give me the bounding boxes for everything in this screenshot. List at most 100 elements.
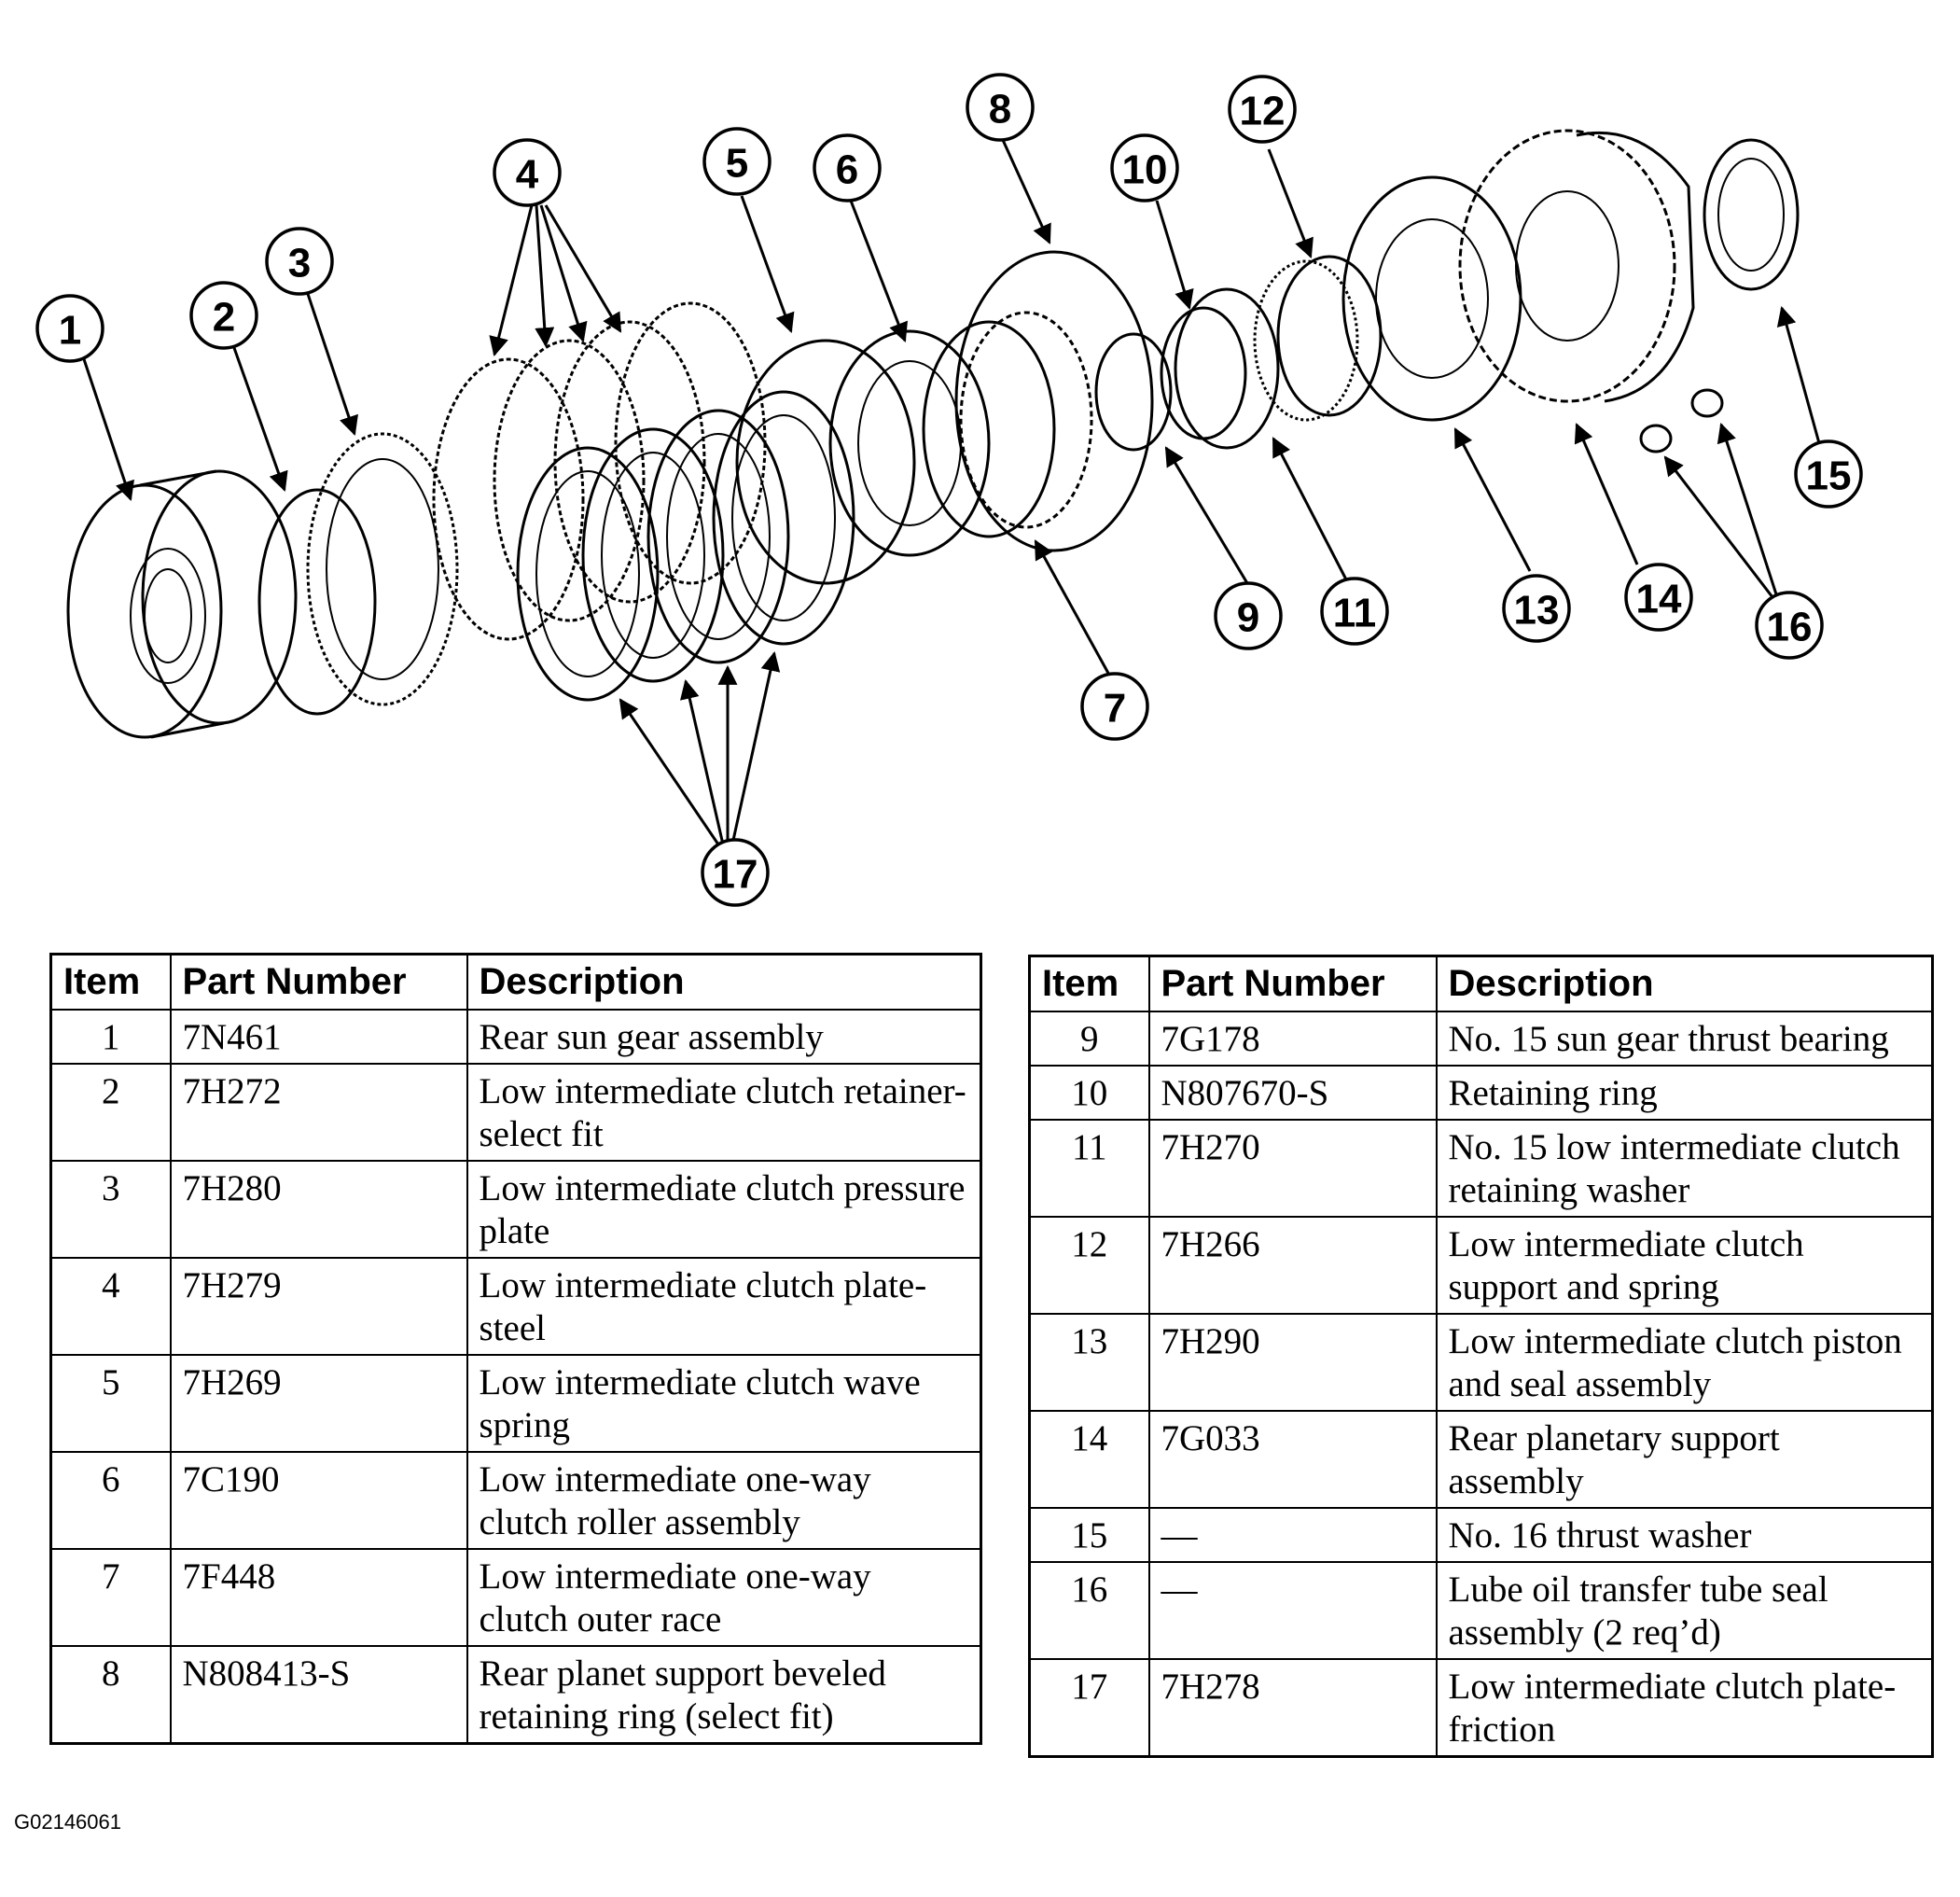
svg-text:4: 4 (516, 152, 539, 198)
description-cell: No. 15 low intermediate clutch retaining… (1435, 1119, 1934, 1218)
item-cell: 8 (49, 1645, 172, 1745)
svg-text:8: 8 (989, 87, 1011, 133)
svg-text:15: 15 (1806, 453, 1852, 499)
part-16-seals (1639, 388, 1724, 453)
description-cell: Low intermediate clutch wave spring (466, 1354, 982, 1453)
part-number-cell: N808413-S (169, 1645, 468, 1745)
part-number-cell: 7H269 (169, 1354, 468, 1453)
part-number-cell: 7H290 (1147, 1313, 1438, 1412)
description-cell: Low intermediate one-way clutch roller a… (466, 1451, 982, 1550)
description-cell: Low intermediate clutch plate-steel (466, 1257, 982, 1356)
item-cell: 2 (49, 1063, 172, 1162)
callout-13: 13 (1502, 574, 1571, 643)
svg-text:17: 17 (713, 852, 758, 898)
header-part-number: Part Number (169, 953, 468, 1011)
item-cell: 11 (1028, 1119, 1150, 1218)
header-part-number: Part Number (1147, 955, 1438, 1012)
description-cell: Low intermediate clutch pressure plate (466, 1160, 982, 1259)
svg-text:3: 3 (288, 241, 311, 286)
part-17-friction-plates (516, 390, 855, 702)
callout-1: 1 (35, 294, 104, 363)
item-cell: 9 (1028, 1011, 1150, 1067)
part-number-cell: 7H280 (169, 1160, 468, 1259)
leader-lines (82, 139, 1821, 845)
description-cell: Rear planetary support assembly (1435, 1410, 1934, 1509)
callout-16: 16 (1755, 591, 1824, 660)
part-11-retaining-washer (1174, 287, 1280, 450)
item-cell: 1 (49, 1009, 172, 1065)
description-cell: Low intermediate one-way clutch outer ra… (466, 1548, 982, 1647)
callout-9: 9 (1214, 581, 1283, 650)
header-description: Description (466, 953, 982, 1011)
item-cell: 7 (49, 1548, 172, 1647)
description-cell: No. 15 sun gear thrust bearing (1435, 1011, 1934, 1067)
svg-text:9: 9 (1237, 595, 1259, 641)
callout-17: 17 (701, 838, 770, 907)
part-2-clutch-retainer (257, 488, 377, 716)
callout-5: 5 (702, 127, 771, 196)
svg-text:12: 12 (1240, 89, 1286, 134)
part-number-cell: 7G033 (1147, 1410, 1438, 1509)
table-row: 16—Lube oil transfer tube seal assembly … (1028, 1561, 1934, 1660)
exploded-view-diagram: 1 2 3 4 5 6 7 8 9 10 11 12 13 14 15 16 1… (35, 73, 1863, 907)
part-7-outer-race (922, 311, 1093, 538)
header-item: Item (1028, 955, 1150, 1012)
part-number-cell: — (1147, 1561, 1438, 1660)
svg-text:5: 5 (726, 141, 748, 187)
svg-text:6: 6 (836, 147, 858, 193)
part-number-cell: N807670-S (1147, 1065, 1438, 1121)
description-cell: Retaining ring (1435, 1065, 1934, 1121)
part-6-roller-assembly (828, 329, 991, 557)
svg-text:16: 16 (1767, 605, 1813, 650)
part-8-beveled-retaining-ring (954, 250, 1154, 552)
part-number-cell: 7H266 (1147, 1216, 1438, 1315)
part-number-cell: 7G178 (1147, 1011, 1438, 1067)
svg-text:10: 10 (1122, 147, 1168, 193)
callout-14: 14 (1624, 563, 1693, 632)
svg-text:2: 2 (213, 295, 235, 341)
svg-text:11: 11 (1333, 591, 1377, 636)
item-cell: 5 (49, 1354, 172, 1453)
description-cell: Rear sun gear assembly (466, 1009, 982, 1065)
description-cell: Lube oil transfer tube seal assembly (2 … (1435, 1561, 1934, 1660)
item-cell: 14 (1028, 1410, 1150, 1509)
figure-id: G02146061 (14, 1810, 121, 1834)
part-10-retaining-ring (1160, 306, 1247, 440)
description-cell: No. 16 thrust washer (1435, 1507, 1934, 1563)
item-cell: 10 (1028, 1065, 1150, 1121)
description-cell: Low intermediate clutch piston and seal … (1435, 1313, 1934, 1412)
part-9-thrust-bearing (1094, 332, 1173, 452)
part-13-piston (1341, 175, 1522, 422)
description-cell: Low intermediate clutch plate-friction (1435, 1658, 1934, 1758)
item-cell: 4 (49, 1257, 172, 1356)
svg-text:7: 7 (1104, 686, 1126, 732)
svg-text:1: 1 (59, 308, 81, 354)
svg-text:13: 13 (1514, 588, 1560, 634)
item-cell: 16 (1028, 1561, 1150, 1660)
callout-8: 8 (966, 73, 1035, 142)
item-cell: 12 (1028, 1216, 1150, 1315)
part-14-planetary-support (1458, 129, 1695, 403)
table-header-row: Item Part Number Description (49, 953, 982, 1011)
part-1-rear-sun-gear (66, 469, 298, 739)
item-cell: 6 (49, 1451, 172, 1550)
part-number-cell: 7H270 (1147, 1119, 1438, 1218)
part-3-pressure-plate (306, 432, 459, 706)
part-5-wave-spring (735, 339, 916, 585)
header-description: Description (1435, 955, 1934, 1012)
part-number-cell: 7H272 (169, 1063, 468, 1162)
callout-4: 4 (493, 138, 562, 207)
callout-7: 7 (1080, 672, 1149, 741)
part-number-cell: — (1147, 1507, 1438, 1563)
